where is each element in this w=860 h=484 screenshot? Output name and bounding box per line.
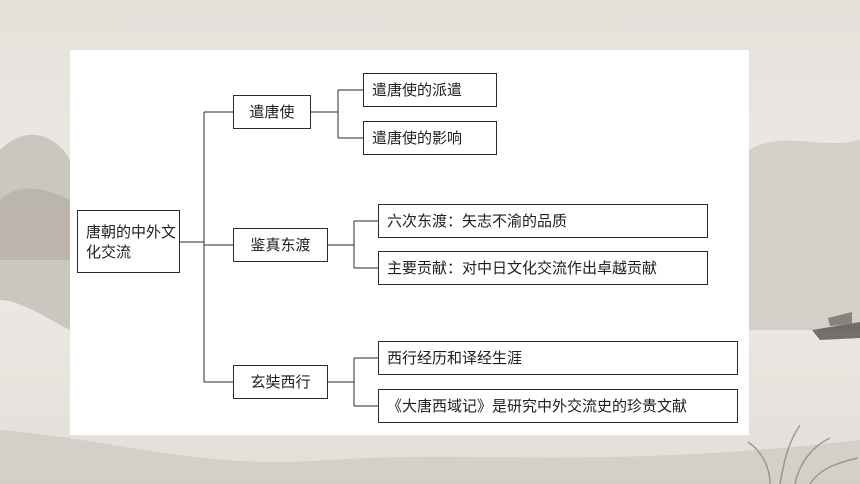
leaf-node-xuanzang-records: 《大唐西域记》是研究中外交流史的珍贵文献 xyxy=(378,389,738,423)
leaf-label: 遣唐使的影响 xyxy=(372,129,463,147)
branch-node-jianzhen: 鉴真东渡 xyxy=(233,228,328,262)
reed-icon xyxy=(747,424,859,484)
branch-label: 玄奘西行 xyxy=(250,373,311,391)
leaf-node-jianzhen-contribution: 主要贡献：对中日文化交流作出卓越贡献 xyxy=(378,251,708,285)
root-label: 唐朝的中外文化交流 xyxy=(86,222,177,261)
leaf-label: 六次东渡：矢志不渝的品质 xyxy=(387,212,568,230)
leaf-node-xuanzang-journey: 西行经历和译经生涯 xyxy=(378,341,738,375)
leaf-label: 《大唐西域记》是研究中外交流史的珍贵文献 xyxy=(387,397,688,415)
leaf-node-envoys-impact: 遣唐使的影响 xyxy=(363,121,497,155)
bottom-shore xyxy=(0,430,860,484)
leaf-label: 西行经历和译经生涯 xyxy=(387,349,523,367)
root-node: 唐朝的中外文化交流 xyxy=(77,210,180,273)
branch-label: 遣唐使 xyxy=(249,103,295,121)
branch-node-xuanzang: 玄奘西行 xyxy=(233,365,328,399)
leaf-label: 主要贡献：对中日文化交流作出卓越贡献 xyxy=(387,259,658,277)
mind-map-card: 唐朝的中外文化交流 遣唐使 遣唐使的派遣 遣唐使的影响 鉴真东渡 六次东渡：矢志… xyxy=(70,50,749,435)
leaf-label: 遣唐使的派遣 xyxy=(372,81,463,99)
boat-icon xyxy=(812,312,860,340)
leaf-node-envoys-dispatch: 遣唐使的派遣 xyxy=(363,73,497,107)
connector-lines xyxy=(180,89,378,407)
branch-label: 鉴真东渡 xyxy=(250,236,311,254)
leaf-node-jianzhen-voyages: 六次东渡：矢志不渝的品质 xyxy=(378,204,708,238)
right-mountain xyxy=(749,140,860,330)
left-mountain-far xyxy=(0,188,70,260)
branch-node-envoys: 遣唐使 xyxy=(233,95,311,129)
